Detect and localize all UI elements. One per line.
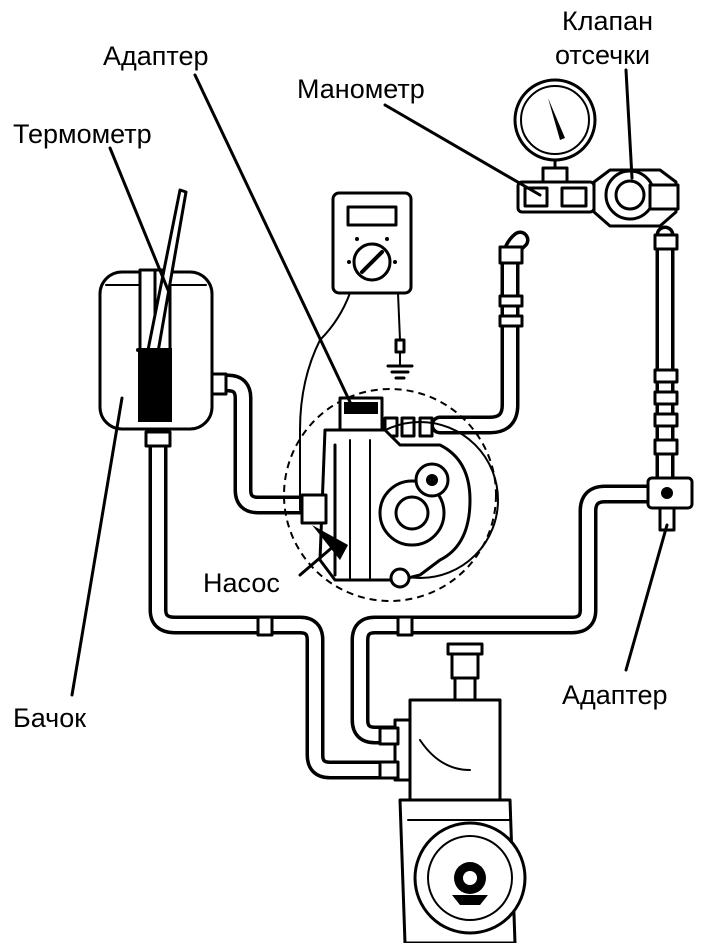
leader-adapter-right xyxy=(624,523,669,672)
leader-pump xyxy=(298,543,337,577)
leader-lines xyxy=(70,68,669,697)
label-pump: Насос xyxy=(203,568,280,598)
leader-manometer xyxy=(383,103,542,197)
leader-adapter-top xyxy=(193,73,352,404)
hoses xyxy=(148,225,675,780)
manometer xyxy=(513,78,597,214)
multimeter xyxy=(299,191,414,511)
label-thermometer: Термометр xyxy=(13,119,152,149)
steering-gear xyxy=(378,642,527,943)
label-adapter-right: Адаптер xyxy=(562,680,668,710)
tee-adapter xyxy=(646,476,694,532)
label-manometer: Манометр xyxy=(297,74,425,104)
label-adapter-top: Адаптер xyxy=(103,41,209,71)
leader-valve xyxy=(624,68,634,180)
leader-thermometer xyxy=(108,146,170,292)
shutoff-valve xyxy=(592,168,680,228)
label-valve-line1: Клапан xyxy=(562,6,653,36)
pump xyxy=(283,388,499,602)
label-reservoir: Бачок xyxy=(13,703,86,733)
leader-reservoir xyxy=(70,396,124,697)
label-valve-line2: отсечки xyxy=(555,40,650,70)
thermometer xyxy=(136,188,188,354)
supply-hose xyxy=(202,373,310,515)
labels: Адаптер Термометр Манометр Клапан отсечк… xyxy=(13,6,668,733)
